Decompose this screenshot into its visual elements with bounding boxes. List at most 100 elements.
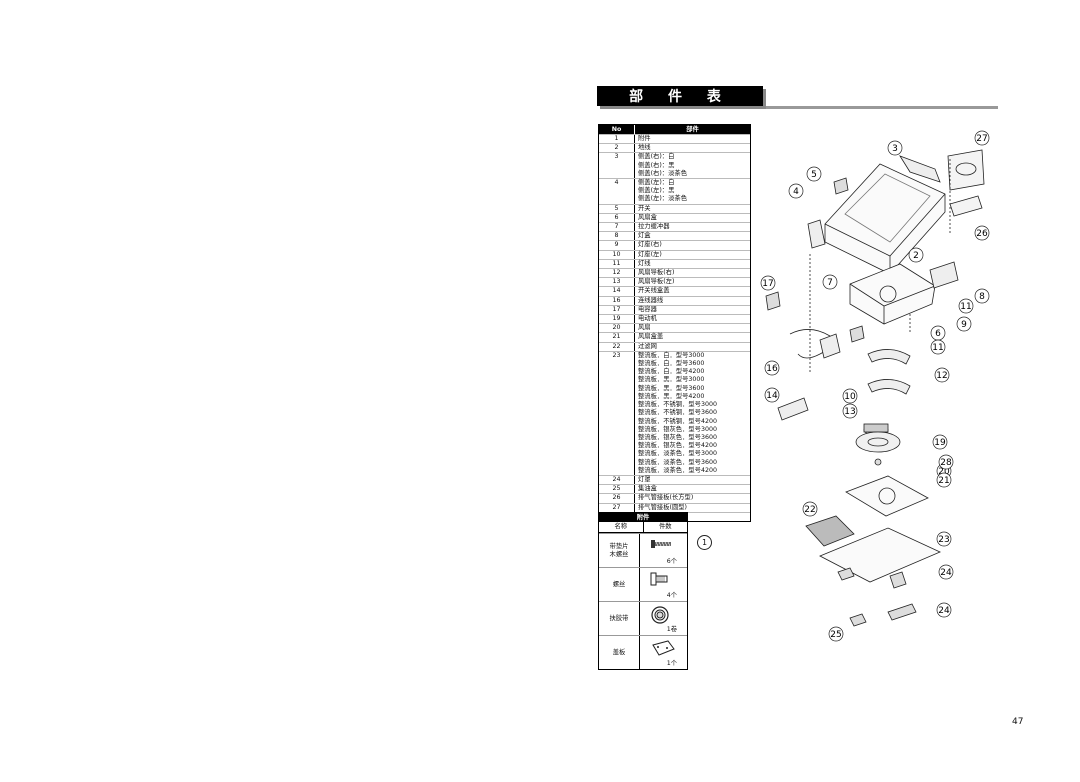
part-number: 12	[599, 269, 635, 278]
part-name-line: 整流板．白．型号3000	[638, 351, 705, 359]
part-name: 灯盒	[635, 232, 750, 240]
part-number: 9	[599, 241, 635, 250]
callout-number: 12	[936, 371, 947, 381]
part-name-line: 灯线	[638, 259, 651, 267]
part-number: 24	[599, 475, 635, 485]
part-name-line: 整流板．白．型号3600	[638, 360, 705, 368]
capacitor	[765, 291, 781, 311]
part-name-line: 整流板．不锈钢．型号4200	[638, 417, 717, 425]
callout-number: 28	[940, 458, 952, 468]
part-name-line: 连线器线	[638, 296, 664, 304]
part-name: 连线器线	[635, 297, 750, 305]
part-number: 17	[599, 305, 635, 315]
part-name-line: 整流板．白．型号4200	[638, 368, 705, 376]
oil-box	[887, 603, 917, 621]
switch-box-cover	[777, 397, 809, 421]
callout-circle	[887, 140, 903, 156]
part-name: 风扇盒	[635, 214, 750, 222]
part-number: 27	[599, 503, 635, 512]
callout-circle	[760, 275, 776, 291]
callout-circle	[974, 225, 990, 241]
callout-circle	[788, 183, 804, 199]
part-name: 过滤网	[635, 343, 750, 351]
part-name-line: 附件	[638, 135, 651, 142]
callout-circle	[764, 360, 780, 376]
callout-number: 22	[804, 505, 815, 515]
screw-icon	[651, 540, 671, 548]
callout-number: 9	[961, 320, 967, 330]
fan-box-cover	[845, 475, 929, 517]
part-name: 风扇盒盖	[635, 333, 750, 341]
part-name: 灯座(右)	[635, 241, 750, 249]
callout-circle	[936, 602, 952, 618]
callout-circle	[842, 388, 858, 404]
fan-guide	[867, 349, 911, 365]
part-name-line: 整流板．淡茶色．型号3600	[638, 458, 717, 466]
part-name-line: 排气管接板(长方型)	[638, 494, 694, 502]
part-name-line: 侧盖(左)：黑	[638, 187, 675, 195]
part-number: 3	[599, 153, 635, 179]
part-name: 风扇	[635, 324, 750, 332]
part-name-line: 拉力缓冲器	[638, 223, 670, 231]
part-name-line: 整流板．不锈钢．型号3000	[638, 401, 717, 409]
part-name-line: 侧盖(右)：白	[638, 153, 675, 161]
hood-body	[824, 163, 946, 275]
callout-number: 5	[811, 170, 817, 180]
callout-circle	[936, 531, 952, 547]
part-name-line: 开关线盒盖	[638, 287, 670, 295]
accessories-col-qty: 件数	[658, 523, 672, 530]
accessory-row: 扶胶带 1卷	[599, 601, 687, 635]
exhaust-round-plate	[947, 149, 985, 191]
callout-number: 6	[935, 329, 941, 339]
part-name: 开关线盒盖	[635, 287, 750, 295]
part-number: 8	[599, 232, 635, 241]
accessory-row: 螺丝 4个	[599, 567, 687, 601]
callout-number: 2	[913, 251, 919, 261]
callout-circle	[930, 339, 946, 355]
part-name-line: 侧盖(右)：淡茶色	[638, 169, 687, 177]
callout-number: 19	[934, 438, 946, 448]
title-rule	[766, 106, 998, 109]
part-name: 侧盖(右)：白侧盖(右)：黑侧盖(右)：淡茶色	[635, 153, 750, 178]
part-number: 1	[599, 135, 635, 144]
part-number: 4	[599, 179, 635, 204]
callout-number: 8	[979, 292, 985, 302]
part-name: 拉力缓冲器	[635, 223, 750, 231]
part-number: 5	[599, 204, 635, 213]
part-name-line: 整流板．黑．型号4200	[638, 392, 705, 400]
lamp-box-small	[819, 333, 841, 359]
accessory-qty: 6个	[666, 558, 677, 565]
accessories-col-name: 名称	[599, 522, 644, 532]
switch-part	[833, 177, 849, 195]
callout-number: 20	[938, 467, 950, 477]
part-number: 16	[599, 296, 635, 305]
page-number: 47	[1012, 717, 1024, 727]
part-name: 集油盒	[635, 485, 750, 493]
callout-circle	[956, 316, 972, 332]
accessory-name: 盖板	[599, 636, 640, 669]
side-cover-left	[807, 219, 826, 249]
part-name: 侧盖(左)：白侧盖(左)：黑侧盖(左)：淡茶色	[635, 179, 750, 204]
callout-circle	[908, 247, 924, 263]
part-name: 风扇导板(左)	[635, 278, 750, 286]
part-number: 10	[599, 250, 635, 259]
accessories-table: 附件 名称 件数 带垫片 木螺丝 6个 螺丝 4个	[598, 512, 688, 670]
callout-number-accessories: 1	[697, 535, 712, 550]
callout-circle	[822, 274, 838, 290]
part-name-line: 开关	[638, 204, 651, 212]
part-number: 11	[599, 259, 635, 269]
part-name-line: 灯座(左)	[638, 250, 662, 258]
